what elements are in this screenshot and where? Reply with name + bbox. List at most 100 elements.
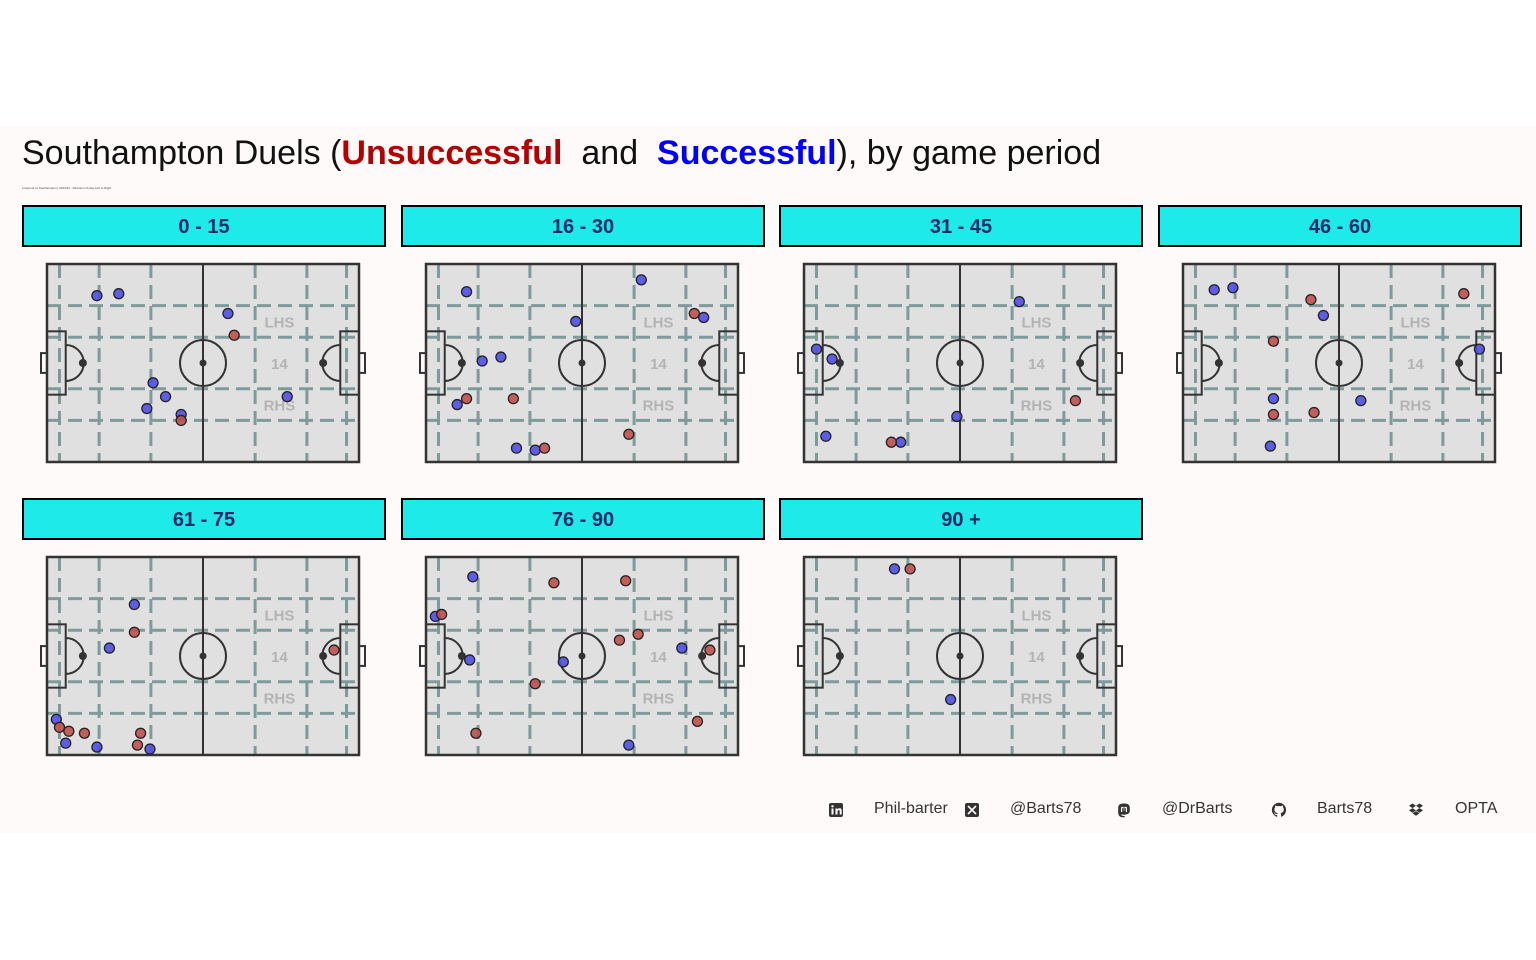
successful-duel-point: [464, 654, 476, 666]
unsuccessful-duel-point: [632, 628, 644, 640]
pitch-label-lhs: LHS: [643, 314, 673, 331]
pitch-label-lhs: LHS: [643, 607, 673, 624]
pitch-label-14: 14: [650, 356, 667, 373]
facet-strip-label: 0 - 15: [178, 216, 229, 238]
successful-duel-point: [1013, 295, 1025, 308]
unsuccessful-duel-point: [1069, 394, 1082, 407]
centre-circle: [179, 339, 227, 387]
chart-title: Southampton Duels (Unsuccessful and Succ…: [22, 134, 1101, 173]
pitch-outline: [424, 555, 740, 757]
pitch-outline: [424, 262, 740, 464]
penalty-spot-left: [835, 652, 844, 660]
centre-spot: [199, 359, 207, 367]
footer-x-text: @Barts78: [1010, 800, 1082, 817]
pitch-label-lhs: LHS: [1021, 607, 1051, 624]
unsuccessful-duel-point: [1305, 293, 1317, 306]
centre-circle: [179, 632, 227, 680]
linkedin-icon[interactable]: [828, 802, 844, 818]
pitch-outline: [802, 555, 1118, 757]
successful-duel-point: [60, 737, 72, 749]
successful-duel-point: [467, 571, 479, 583]
unsuccessful-duel-point: [688, 307, 700, 320]
facet-strip: [22, 498, 386, 540]
penalty-spot-left: [457, 359, 466, 367]
mastodon-icon[interactable]: [1116, 802, 1132, 818]
unsuccessful-duel-point: [620, 575, 632, 587]
centre-spot: [1335, 359, 1343, 367]
unsuccessful-duel-point: [1267, 408, 1280, 421]
successful-duel-point: [895, 436, 907, 448]
unsuccessful-duel-point: [435, 608, 448, 621]
successful-duel-point: [529, 444, 541, 456]
github-icon[interactable]: [1271, 802, 1287, 818]
unsuccessful-duel-point: [1458, 288, 1470, 300]
pitch-label-rhs: RHS: [643, 398, 675, 415]
successful-duel-point: [826, 353, 838, 365]
centre-spot: [199, 652, 207, 660]
dropbox-icon[interactable]: [1408, 802, 1424, 818]
successful-duel-point: [222, 307, 234, 320]
successful-duel-point: [557, 656, 569, 668]
pitch-label-14: 14: [1028, 649, 1045, 666]
penalty-spot-right: [319, 652, 328, 660]
footer-mastodon-text: @DrBarts: [1162, 800, 1233, 817]
pitch-label-rhs: RHS: [1021, 691, 1053, 708]
x-twitter-icon[interactable]: [964, 802, 980, 818]
penalty-spot-right: [1076, 359, 1085, 367]
unsuccessful-duel-point: [78, 727, 91, 739]
successful-duel-point: [141, 402, 153, 415]
unsuccessful-duel-point: [134, 727, 147, 739]
unsuccessful-duel-point: [1308, 406, 1320, 419]
penalty-spot-right: [1455, 359, 1464, 367]
unsuccessful-duel-point: [53, 721, 66, 733]
successful-duel-point: [951, 410, 963, 423]
successful-duel-point: [1267, 392, 1280, 405]
unsuccessful-duel-point: [175, 414, 187, 427]
facet-strip: [779, 205, 1143, 247]
centre-spot: [956, 359, 964, 367]
unsuccessful-duel-point: [691, 715, 704, 727]
pitch-label-rhs: RHS: [643, 691, 675, 708]
successful-duel-point: [676, 642, 688, 654]
successful-duel-point: [128, 598, 141, 611]
centre-spot: [956, 652, 964, 660]
centre-circle: [936, 339, 984, 387]
successful-duel-point: [159, 391, 172, 403]
unsuccessful-duel-point: [63, 725, 75, 737]
pitch-label-lhs: LHS: [1400, 314, 1430, 331]
footer-dropbox-text: OPTA: [1455, 800, 1498, 817]
successful-duel-point: [570, 315, 582, 328]
chart-subtitle: Liverpool vs Southampton | 2023/24 - Dir…: [22, 186, 112, 190]
title-prefix: Southampton Duels (: [22, 134, 342, 172]
pitch-label-rhs: RHS: [1021, 398, 1053, 415]
facet-strip-label: 46 - 60: [1309, 216, 1371, 238]
successful-duel-point: [635, 274, 647, 286]
centre-circle: [558, 339, 606, 387]
unsuccessful-duel-point: [128, 626, 141, 638]
unsuccessful-duel-point: [228, 329, 240, 341]
pitch-outline: [45, 555, 361, 757]
unsuccessful-duel-point: [131, 739, 144, 751]
penalty-spot-left: [835, 359, 844, 367]
unsuccessful-duel-point: [1267, 335, 1280, 347]
successful-duel-point: [91, 290, 103, 302]
facet-strip-label: 16 - 30: [552, 216, 614, 238]
unsuccessful-duel-point: [538, 442, 551, 454]
penalty-spot-left: [78, 652, 87, 660]
penalty-spot-right: [698, 359, 707, 367]
facet-strip: [779, 498, 1143, 540]
centre-spot: [578, 359, 586, 367]
facet-strip: [401, 498, 765, 540]
footer-github-text: Barts78: [1317, 800, 1373, 817]
pitch-label-14: 14: [1028, 356, 1045, 373]
successful-duel-point: [1227, 282, 1239, 294]
successful-duel-point: [495, 351, 507, 363]
facet-strip-label: 61 - 75: [173, 509, 235, 531]
unsuccessful-duel-point: [470, 727, 482, 739]
successful-duel-point: [888, 563, 901, 575]
pitch-label-lhs: LHS: [264, 607, 294, 624]
